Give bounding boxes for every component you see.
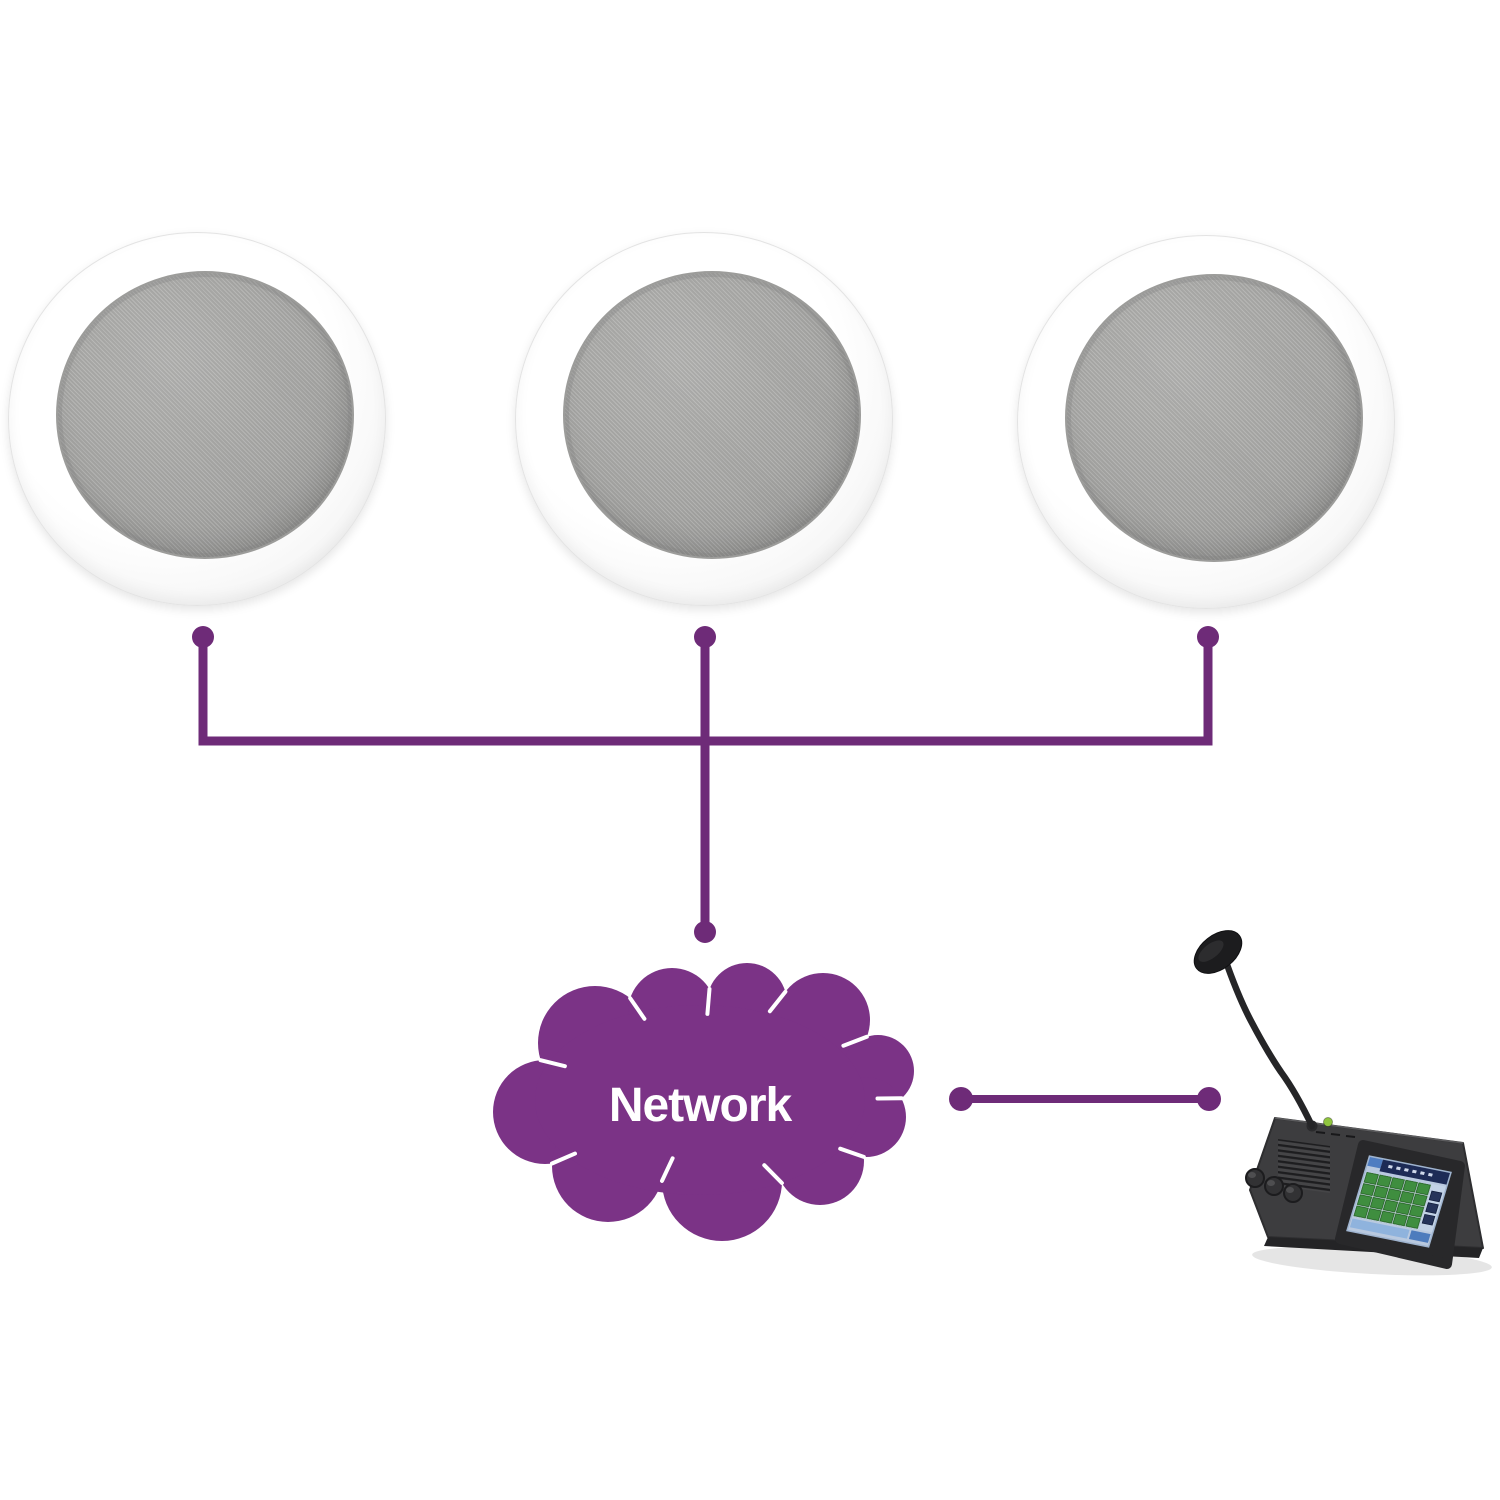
ceiling-speaker-2 <box>515 232 893 606</box>
screen-zone-grid <box>1353 1171 1432 1230</box>
console-buttons <box>1245 1168 1303 1203</box>
console-top-edge <box>1274 1117 1464 1144</box>
connection-node <box>192 626 214 648</box>
console-screen <box>1346 1155 1452 1248</box>
panel-labels <box>1315 1131 1356 1138</box>
screen-statusbar <box>1349 1218 1410 1239</box>
screen-tab <box>1367 1157 1383 1169</box>
network-label: Network <box>608 1078 792 1132</box>
gooseneck-mic <box>1220 952 1316 1130</box>
console-speaker-grille-lines <box>1278 1139 1330 1193</box>
connection-node <box>1197 1087 1221 1111</box>
speaker-grille <box>1065 274 1363 562</box>
power-led <box>1323 1117 1333 1127</box>
mic-capsule <box>1193 930 1243 974</box>
screen-side-buttons <box>1421 1190 1443 1226</box>
connection-node <box>949 1087 973 1111</box>
paging-console <box>1193 930 1492 1276</box>
speaker-grille <box>563 271 861 559</box>
cloud-crevice <box>538 1058 567 1069</box>
ceiling-speaker-3 <box>1017 235 1395 609</box>
connection-node <box>694 921 716 943</box>
connection-node <box>694 626 716 648</box>
speaker-grille <box>56 271 354 559</box>
connection-node <box>1197 626 1219 648</box>
ceiling-speaker-1 <box>8 232 386 606</box>
